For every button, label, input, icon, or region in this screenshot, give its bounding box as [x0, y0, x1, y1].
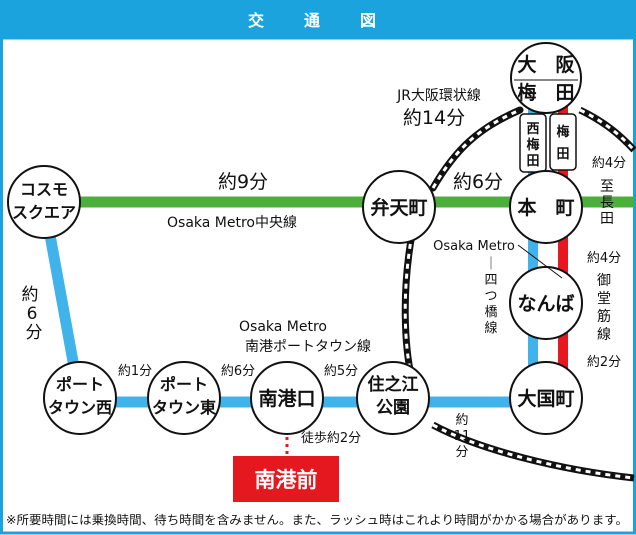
station-name-line-2: 公園 [376, 398, 410, 418]
station-name-line-1: 住之江 [368, 374, 419, 395]
time-porttown-higashi-nankoguchi: 約6分 [221, 364, 255, 379]
cosmo-porttown-time-3: 分 [26, 323, 43, 343]
nishi-umeda-char-3: 田 [526, 154, 539, 169]
station-name-line-1: ポート [56, 375, 104, 394]
station-name-line-1: ポート [160, 375, 208, 394]
yotsubashi-name-b-4: 橋 [484, 305, 497, 320]
midosuji-name-3: 筋 [597, 308, 611, 325]
station-name-line-2: スクエア [12, 203, 76, 222]
to-sakaisuji-char-2: 長 [600, 195, 614, 211]
station-circle [362, 170, 436, 244]
cosmo-porttown-time-1: 約 [22, 285, 39, 305]
footnote: ※所要時間には乗換時間、待ち時間を含みません。また、ラッシュ時はこれより時間がか… [6, 512, 628, 527]
time-suminoe-daikokucho-2: 11 [454, 429, 471, 444]
station-name-line-1: 大 阪 [517, 53, 575, 76]
jr-loop-line-upper-dash [431, 108, 521, 189]
umeda-hommachi-time: 約4分 [592, 156, 626, 171]
station-name: 本 町 [517, 196, 574, 219]
map-frame [0, 36, 636, 535]
station-bentencho: 弁天町 [362, 170, 436, 244]
header-bar [0, 0, 636, 38]
station-port-town-higashi: ポート タウン東 [147, 361, 221, 435]
station-name-line-1: コスモ [20, 180, 68, 199]
time-nankoguchi-suminoe: 約5分 [324, 364, 358, 379]
jr-loop-line-right [578, 106, 636, 153]
station-circle [43, 361, 117, 435]
station-name: なんば [517, 293, 574, 315]
station-nankoguchi: 南港口 [250, 361, 324, 435]
station-name: 南港口 [258, 388, 315, 410]
nishi-umeda-char-1: 西 [526, 122, 539, 137]
umeda-small-char-1: 梅 [556, 124, 569, 140]
station-box-umeda-midosuji [549, 113, 577, 171]
station-name-line-2: タウン西 [48, 398, 112, 417]
walk-time: 徒歩約2分 [301, 431, 361, 446]
jr-loop-line-right-dash [579, 108, 636, 152]
station-box-nishi-umeda [519, 113, 547, 173]
station-name: 大国町 [517, 387, 574, 410]
station-circle [250, 361, 324, 435]
jr-loop-time: 約14分 [403, 107, 465, 129]
nanko-line-name-a: Osaka Metro [239, 319, 327, 335]
time-suminoe-daikokucho-3: 分 [455, 445, 468, 460]
midosuji-name-2: 堂 [597, 291, 611, 307]
midosuji-time-2: 約2分 [587, 355, 621, 370]
station-cosmo-square: コスモ スクエア [7, 165, 81, 239]
yotsubashi-name-b-5: 線 [484, 320, 497, 336]
station-name: 弁天町 [370, 196, 427, 219]
station-name-line-2: タウン東 [152, 398, 216, 417]
station-circle [509, 361, 583, 435]
station-circle [510, 42, 582, 114]
yotsubashi-name-b-3: つ [484, 289, 497, 304]
station-circle [147, 361, 221, 435]
destination-label: 南港前 [255, 468, 318, 492]
yotsubashi-leader-line [517, 244, 563, 279]
time-porttown-nishi-higashi: 約1分 [118, 364, 152, 379]
jr-loop-line-bottom-dash [432, 423, 635, 480]
station-port-town-nishi: ポート タウン西 [43, 361, 117, 435]
yotsubashi-name-a: Osaka Metro [433, 239, 515, 254]
station-osaka-umeda: 大 阪 梅 田 [510, 42, 582, 114]
nishi-umeda-char-2: 梅 [526, 137, 539, 153]
destination-box [233, 456, 339, 502]
midosuji-name-4: 線 [597, 327, 611, 343]
to-sakaisuji-char-1: 至 [600, 179, 614, 195]
time-suminoe-daikokucho-1: 約 [455, 413, 468, 428]
to-sakaisuji-char-3: 田 [600, 211, 614, 227]
station-name-line-2: 梅 田 [517, 81, 574, 104]
station-circle [7, 165, 81, 239]
midosuji-time-1: 約4分 [587, 251, 621, 266]
chuo-time-right: 約6分 [453, 171, 503, 193]
yotsubashi-name-b-2: 四 [484, 273, 497, 288]
chuo-line-name: Osaka Metro中央線 [167, 215, 297, 231]
station-circle [509, 170, 583, 244]
cosmo-porttown-time-2: 6 [27, 304, 38, 324]
station-hommachi: 本 町 [509, 170, 583, 244]
jr-loop-line-name: JR大阪環状線 [396, 88, 481, 104]
umeda-small-char-2: 田 [556, 147, 569, 162]
header-title: 交 通 図 [248, 11, 388, 30]
station-circle [509, 266, 583, 340]
station-circle [356, 361, 430, 435]
nanko-line-name-b: 南港ポートタウン線 [245, 339, 371, 355]
chuo-time-left: 約9分 [218, 171, 268, 193]
yotsubashi-name-b-1: ｜ [484, 257, 497, 272]
station-namba: なんば [509, 266, 583, 340]
station-suminoe-koen: 住之江 公園 [356, 361, 430, 435]
station-daikokucho: 大国町 [509, 361, 583, 435]
midosuji-name-1: 御 [597, 273, 611, 289]
